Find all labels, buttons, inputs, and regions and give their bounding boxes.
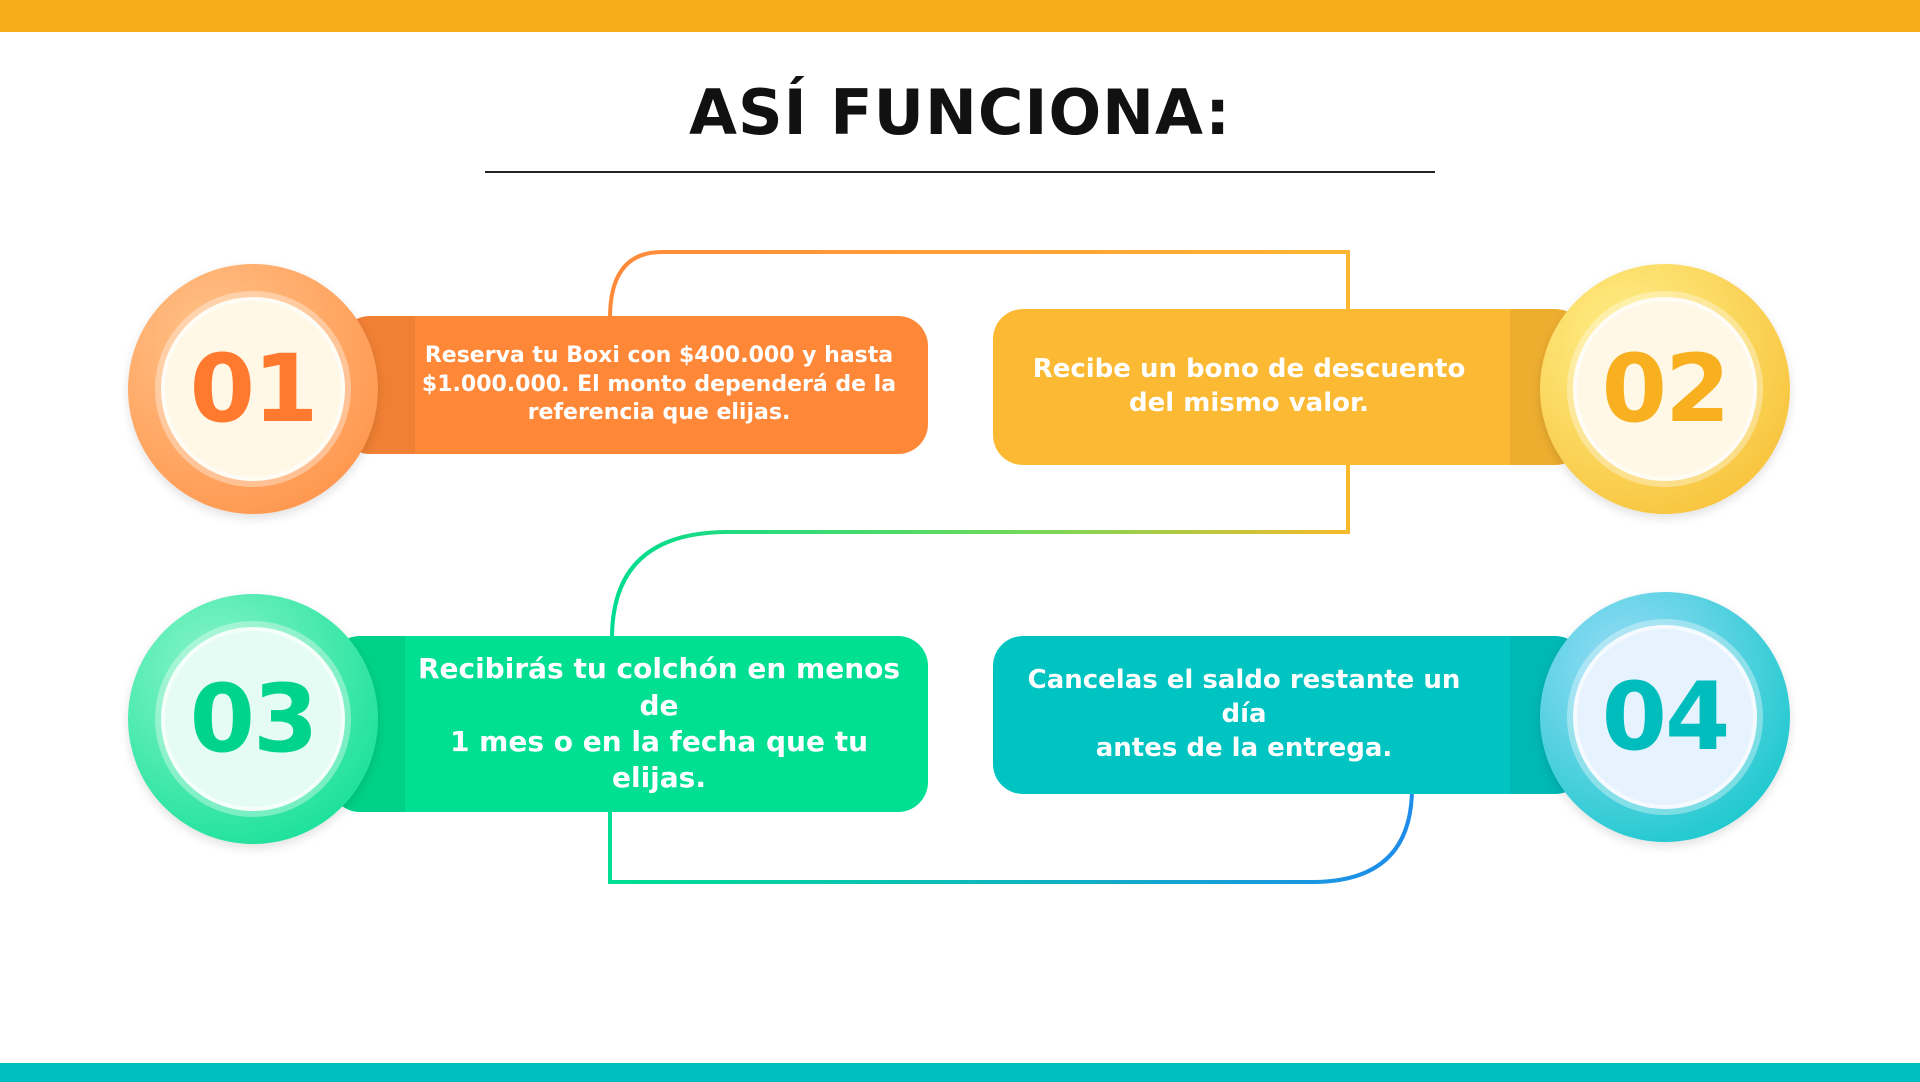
top-accent-bar bbox=[0, 0, 1920, 32]
step-02-number: 02 bbox=[1601, 334, 1731, 444]
connector-01-02 bbox=[608, 250, 1350, 319]
step-01-badge: 01 bbox=[128, 264, 378, 514]
title-underline bbox=[485, 171, 1435, 173]
step-04-badge: 04 bbox=[1540, 592, 1790, 842]
step-02-text: Recibe un bono de descuento del mismo va… bbox=[1032, 354, 1466, 418]
step-04-card: Cancelas el saldo restante un día antes … bbox=[993, 636, 1585, 794]
step-03-badge: 03 bbox=[128, 594, 378, 844]
step-01-card: Reserva tu Boxi con $400.000 y hasta $1.… bbox=[340, 316, 928, 454]
step-01-text: Reserva tu Boxi con $400.000 y hasta $1.… bbox=[421, 343, 897, 426]
bottom-accent-bar bbox=[0, 1063, 1920, 1082]
page-title: ASÍ FUNCIONA: bbox=[689, 76, 1231, 149]
connector-03-04 bbox=[608, 787, 1414, 884]
step-03-card: Recibirás tu colchón en menos de 1 mes o… bbox=[330, 636, 928, 812]
connector-02-03 bbox=[610, 465, 1350, 639]
step-04-number: 04 bbox=[1601, 662, 1731, 772]
step-04-text: Cancelas el saldo restante un día antes … bbox=[1027, 665, 1461, 763]
step-02-card: Recibe un bono de descuento del mismo va… bbox=[993, 309, 1585, 465]
step-01-number: 01 bbox=[189, 334, 319, 444]
step-03-number: 03 bbox=[189, 664, 319, 774]
step-02-badge: 02 bbox=[1540, 264, 1790, 514]
step-03-text: Recibirás tu colchón en menos de 1 mes o… bbox=[417, 652, 901, 795]
